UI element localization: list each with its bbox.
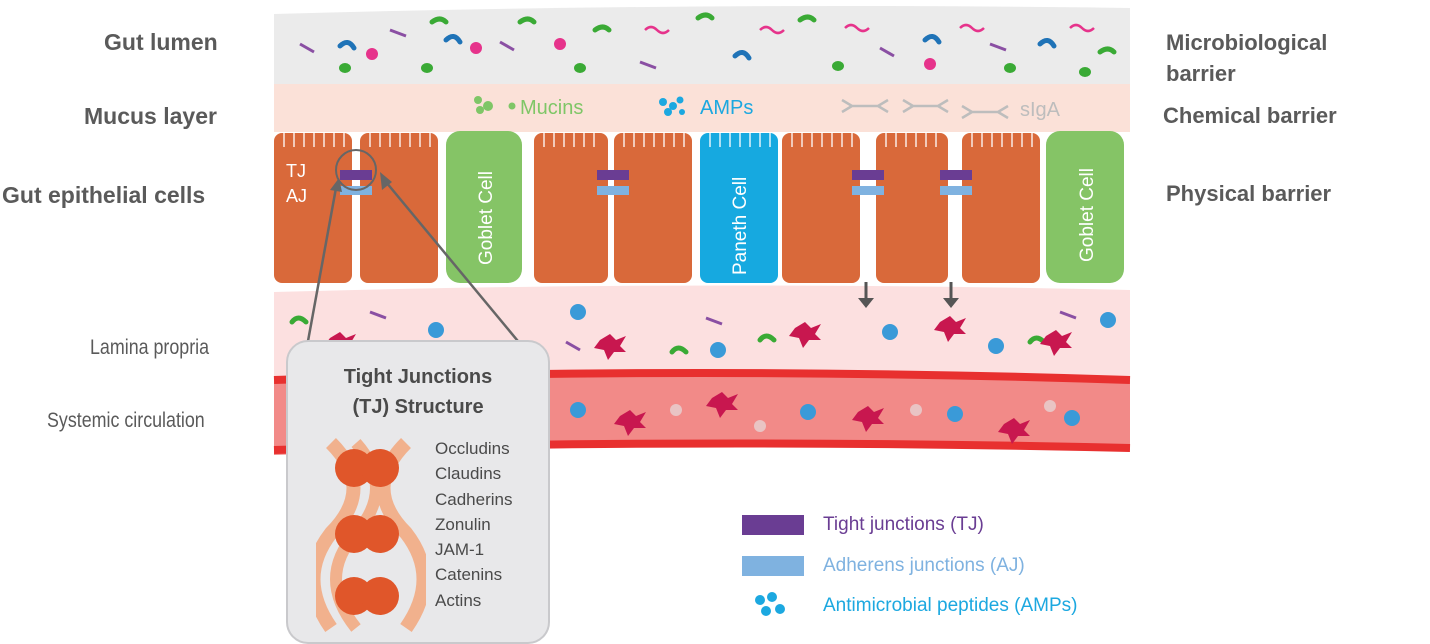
paneth-cell-label: Paneth Cell xyxy=(730,177,751,275)
epithelial-cell xyxy=(876,133,948,283)
lumen-microbes xyxy=(299,12,1117,77)
adherens-junction-swatch xyxy=(742,556,804,576)
mucins-label: Mucins xyxy=(520,97,583,119)
tj-protein-illustration xyxy=(316,438,426,633)
amps-label: AMPs xyxy=(700,97,753,119)
leak-arrow-head xyxy=(858,298,874,308)
mucus-layer-label: Mucus layer xyxy=(84,103,217,129)
goblet-cell-label: Goblet Cell xyxy=(1077,168,1098,262)
adherens-junction xyxy=(940,186,972,195)
tj-component: Zonulin xyxy=(435,514,491,534)
epithelial-cell xyxy=(962,133,1040,283)
goblet-cell-label: Goblet Cell xyxy=(476,171,497,265)
goblet-cell xyxy=(446,131,522,283)
tj-component: Catenins xyxy=(435,565,503,585)
microbe xyxy=(339,63,351,73)
gut-epithelial-cells-label: Gut epithelial cells xyxy=(2,182,206,208)
legend-amps: Antimicrobial peptides (AMPs) xyxy=(742,591,1077,621)
legend-adherens-junctions-label: Adherens junctions (AJ) xyxy=(823,555,1025,576)
amp-dots-swatch xyxy=(755,592,785,616)
epithelial-cell xyxy=(274,133,352,283)
legend-amps-label: Antimicrobial peptides (AMPs) xyxy=(823,595,1078,616)
epithelial-cell xyxy=(614,133,692,283)
amp-dot xyxy=(659,98,667,106)
tj-component-list: Occludins Claudins Cadherins Zonulin JAM… xyxy=(435,436,513,613)
siga-label: sIgA xyxy=(1020,99,1061,121)
epithelial-cell xyxy=(534,133,608,283)
tight-junction xyxy=(597,170,629,180)
goblet-cell xyxy=(1046,131,1124,283)
systemic-circulation-label: Systemic circulation xyxy=(47,409,205,432)
physical-barrier-label: Physical barrier xyxy=(1166,181,1332,206)
tj-component: Actins xyxy=(435,590,482,610)
aj-cell-label: AJ xyxy=(286,186,307,206)
siga-antibodies xyxy=(841,98,1009,120)
tj-component: Occludins xyxy=(435,439,510,458)
tj-component: Claudins xyxy=(435,464,502,484)
tj-box-title-line2: (TJ) Structure xyxy=(352,396,484,418)
leak-arrow-head xyxy=(943,298,959,308)
tj-component: Cadherins xyxy=(435,489,513,509)
tight-junction xyxy=(940,170,972,180)
mucin-dot xyxy=(474,96,482,104)
tj-cell-label: TJ xyxy=(286,161,306,181)
microbiological-barrier-label-line2: barrier xyxy=(1166,61,1236,86)
gut-lumen-band xyxy=(274,6,1130,84)
adherens-junction xyxy=(597,186,629,195)
tight-junction xyxy=(852,170,884,180)
tj-box-title-line1: Tight Junctions xyxy=(343,366,493,388)
mucus-layer-band xyxy=(274,84,1130,132)
epithelial-layer: Goblet Cell Paneth Cell Goblet Cell TJ A… xyxy=(274,131,1124,308)
gut-lumen-label: Gut lumen xyxy=(104,29,218,55)
legend-adherens-junctions: Adherens junctions (AJ) xyxy=(742,555,1025,577)
epithelial-cell xyxy=(782,133,860,283)
mucus-contents: Mucins AMPs sIgA xyxy=(474,96,1061,121)
tj-pointer-arrow xyxy=(385,181,523,347)
epithelial-cell xyxy=(360,133,438,283)
lamina-propria-label: Lamina propria xyxy=(90,336,210,359)
legend-tight-junctions: Tight junctions (TJ) xyxy=(742,514,984,536)
tj-pointer-arrow xyxy=(304,187,338,353)
tight-junction-swatch xyxy=(742,515,804,535)
legend-tight-junctions-label: Tight junctions (TJ) xyxy=(823,514,984,535)
chemical-barrier-label: Chemical barrier xyxy=(1163,103,1337,128)
tj-component: JAM-1 xyxy=(435,540,485,560)
paneth-cell xyxy=(700,133,778,283)
microbiological-barrier-label-line1: Microbiological xyxy=(1166,30,1328,55)
adherens-junction xyxy=(852,186,884,195)
tj-structure-box: Tight Junctions (TJ) Structure Occludins… xyxy=(286,340,550,644)
tight-junction xyxy=(340,170,372,180)
tj-highlight-circle xyxy=(335,149,377,191)
